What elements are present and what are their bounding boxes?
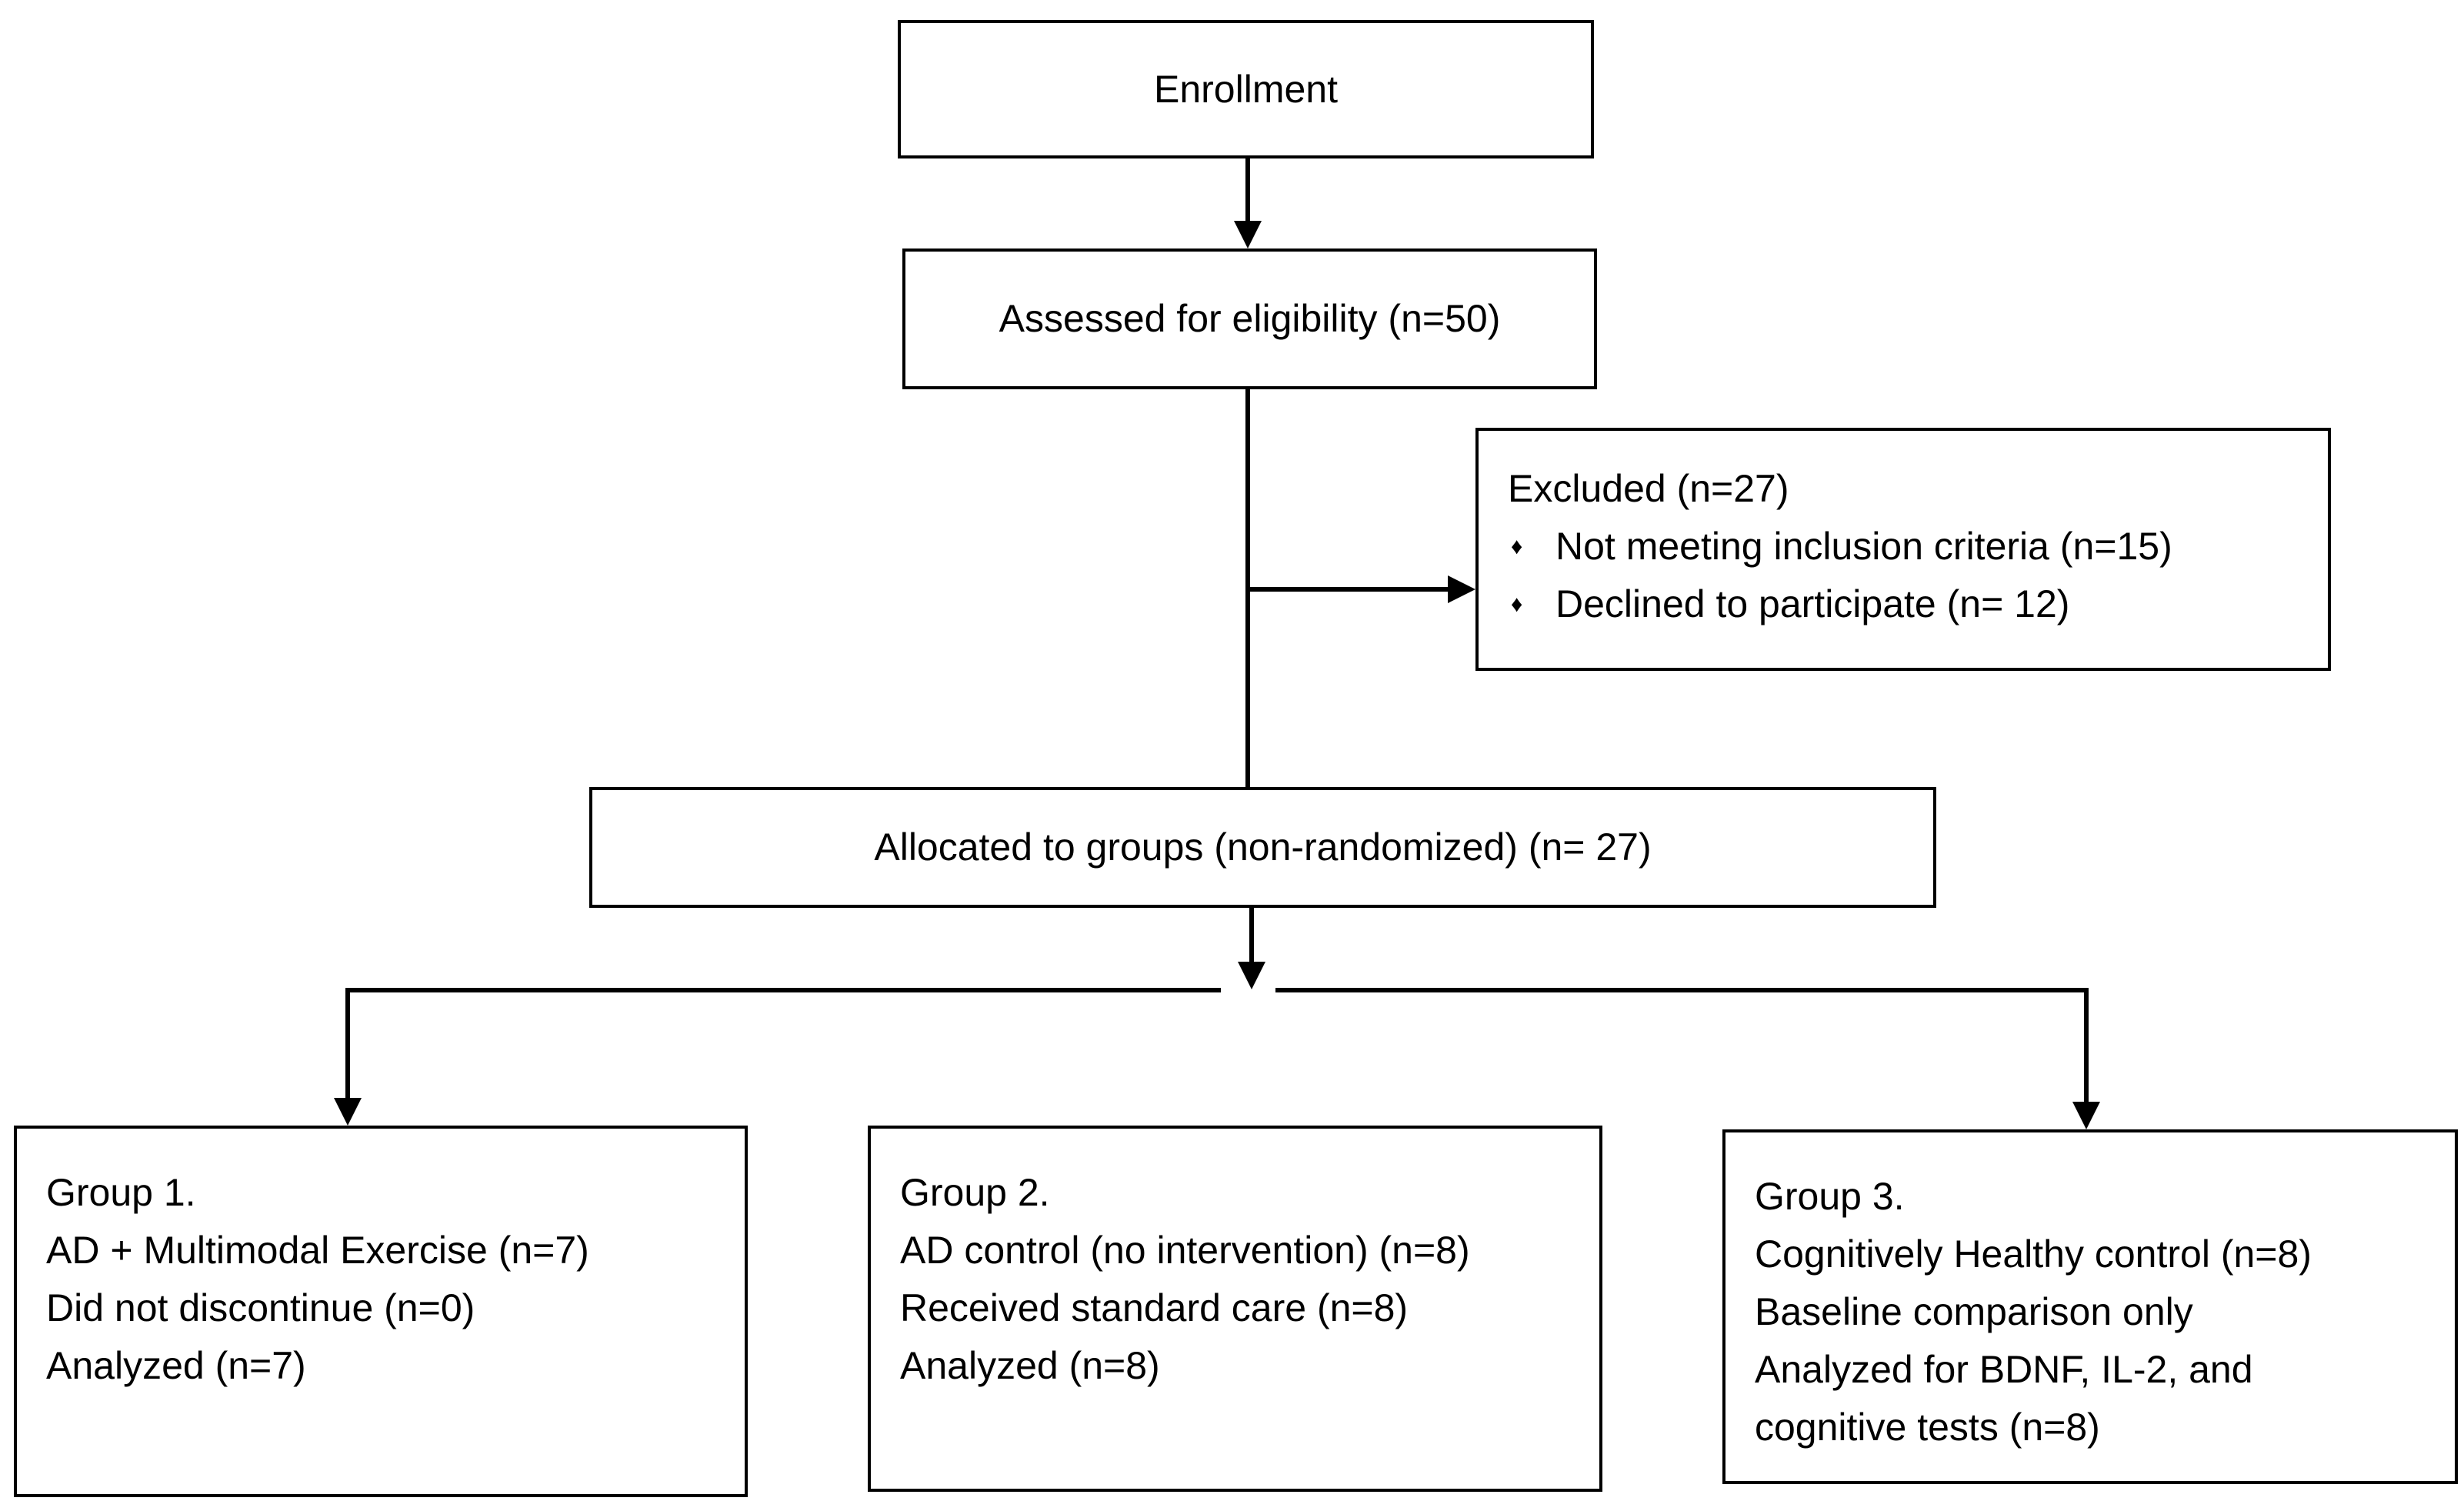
enrollment-label: Enrollment	[1154, 67, 1338, 111]
excluded-item-text: Not meeting inclusion criteria (n=15)	[1555, 525, 2172, 568]
arrowhead-excluded	[1448, 575, 1475, 603]
group-2-line: Received standard care (n=8)	[900, 1286, 1409, 1329]
enrollment-box: Enrollment	[898, 20, 1594, 158]
group-3-title: Group 3.	[1755, 1175, 1905, 1218]
group-3-box: Group 3. Cognitively Healthy control (n=…	[1722, 1129, 2458, 1484]
excluded-title: Excluded (n=27)	[1508, 467, 1789, 510]
assessed-label: Assessed for eligibility (n=50)	[999, 297, 1501, 340]
group-3-line: Cognitively Healthy control (n=8)	[1755, 1232, 2312, 1276]
assessed-eligibility-box: Assessed for eligibility (n=50)	[902, 248, 1597, 389]
excluded-item: ♦ Not meeting inclusion criteria (n=15)	[1508, 518, 2299, 575]
group-2-title: Group 2.	[900, 1171, 1050, 1214]
excluded-item-text: Declined to participate (n= 12)	[1555, 582, 2070, 625]
group-1-line: Did not discontinue (n=0)	[46, 1286, 475, 1329]
arrowhead-split	[1238, 962, 1265, 989]
group-2-line: Analyzed (n=8)	[900, 1344, 1160, 1387]
allocation-box: Allocated to groups (non-randomized) (n=…	[589, 787, 1936, 908]
arrowhead-group-1	[334, 1098, 362, 1126]
arrowhead-assessed	[1234, 221, 1262, 248]
diamond-bullet-icon: ♦	[1511, 592, 1523, 617]
group-1-line: AD + Multimodal Exercise (n=7)	[46, 1229, 589, 1272]
group-1-title: Group 1.	[46, 1171, 196, 1214]
arrowhead-group-3	[2072, 1102, 2100, 1129]
group-3-line: Baseline comparison only	[1755, 1290, 2193, 1333]
group-2-line: AD control (no intervention) (n=8)	[900, 1229, 1470, 1272]
group-1-line: Analyzed (n=7)	[46, 1344, 306, 1387]
allocation-label: Allocated to groups (non-randomized) (n=…	[874, 826, 1652, 869]
group-2-box: Group 2. AD control (no intervention) (n…	[868, 1126, 1602, 1492]
group-1-box: Group 1. AD + Multimodal Exercise (n=7) …	[14, 1126, 748, 1497]
diamond-bullet-icon: ♦	[1511, 534, 1523, 559]
excluded-item: ♦ Declined to participate (n= 12)	[1508, 575, 2299, 633]
group-3-line: cognitive tests (n=8)	[1755, 1406, 2100, 1449]
group-3-line: Analyzed for BDNF, IL-2, and	[1755, 1348, 2253, 1391]
excluded-box: Excluded (n=27) ♦ Not meeting inclusion …	[1475, 428, 2331, 671]
